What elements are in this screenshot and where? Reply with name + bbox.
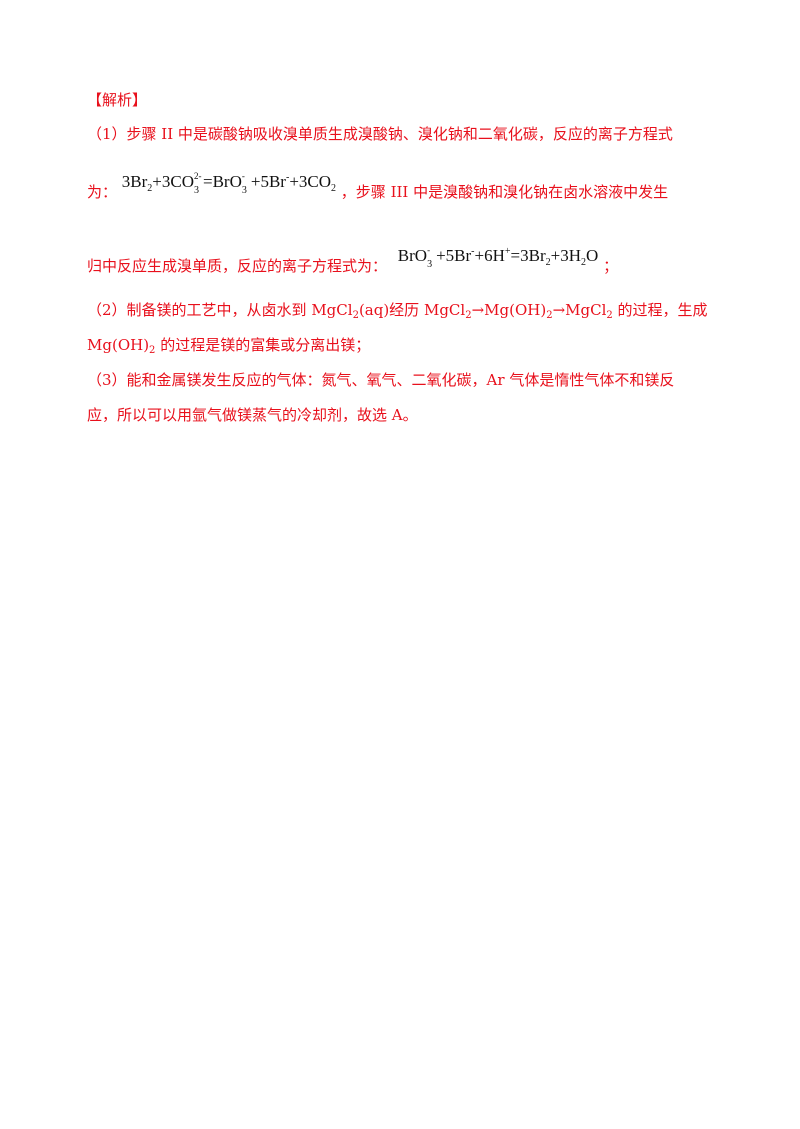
p1-line1: （1）步骤 II 中是碳酸钠吸收溴单质生成溴酸钠、溴化钠和二氧化碳，反应的离子方… <box>87 125 673 143</box>
p1-line2-prefix: 为： <box>87 183 118 201</box>
p1-line3-prefix: 归中反应生成溴单质，反应的离子方程式为： <box>87 257 388 275</box>
p1-line2-suffix: ，步骤 III 中是溴酸钠和溴化钠在卤水溶液中发生 <box>340 183 669 201</box>
analysis-heading: 【解析】 <box>87 91 148 109</box>
p1-line3-suffix: ； <box>603 257 619 275</box>
p3-line1: （3）能和金属镁发生反应的气体：氮气、氧气、二氧化碳，Ar 气体是惰性气体不和镁… <box>87 371 675 389</box>
p2-line2: Mg(OH)2 的过程是镁的富集或分离出镁； <box>87 336 371 356</box>
p2-line1: （2）制备镁的工艺中，从卤水到 MgCl2(aq)经历 MgCl2→Mg(OH)… <box>87 301 708 321</box>
equation-2: BrO-3+5Br-+6H+=3Br2+3H2O <box>397 245 599 270</box>
p3-line2: 应，所以可以用氩气做镁蒸气的冷却剂，故选 A。 <box>87 406 418 424</box>
p1-line3: 归中反应生成溴单质，反应的离子方程式为： BrO-3+5Br-+6H+=3Br2… <box>87 245 619 283</box>
